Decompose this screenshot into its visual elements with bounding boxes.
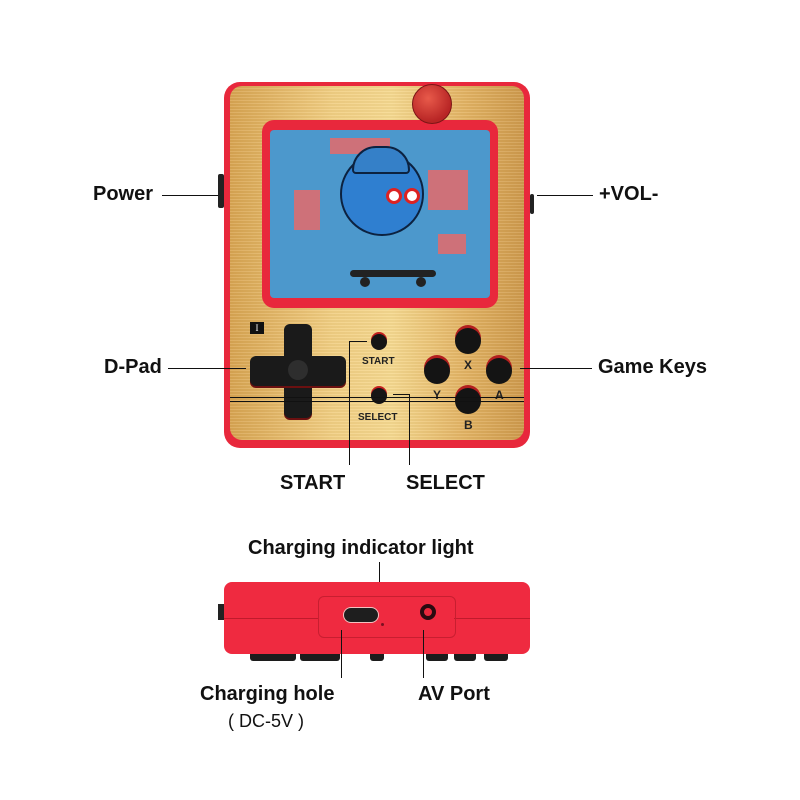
screen-art-wheel (416, 277, 426, 287)
body-seam (454, 618, 530, 619)
b-button-label: B (464, 418, 473, 432)
device-foot (300, 654, 340, 661)
screen-art-brick (294, 190, 320, 230)
handheld-console-bottom (218, 582, 530, 654)
x-button-label: X (464, 358, 473, 372)
volume-wheel (530, 194, 534, 214)
player-badge: I (250, 322, 264, 334)
usb-c-port (343, 607, 379, 623)
body-seam (224, 618, 318, 619)
callout-charging-indicator: Charging indicator light (248, 537, 474, 559)
faceplate-stripe (230, 397, 524, 398)
screen-art-cap (352, 146, 410, 174)
y-button-label: Y (433, 388, 442, 402)
select-button-label: SELECT (358, 412, 398, 423)
callout-line-av-port (423, 630, 424, 678)
callout-av-port: AV Port (418, 683, 490, 705)
faceplate-stripe (230, 401, 524, 402)
gold-faceplate: I START SELECT X Y A B (230, 84, 524, 440)
callout-power: Power (93, 183, 154, 205)
screen-art-brick (438, 234, 466, 254)
callout-line-start (349, 341, 367, 342)
x-button[interactable] (455, 328, 481, 354)
callout-line-start (349, 341, 350, 465)
callout-charging-hole-spec: ( DC-5V ) (228, 711, 304, 731)
screen-art-eye (386, 188, 402, 204)
callout-line-volume (537, 195, 593, 196)
y-button[interactable] (424, 358, 450, 384)
callout-charging-hole: Charging hole (200, 683, 335, 705)
callout-line-charging-hole (341, 630, 342, 678)
callout-start: START (280, 472, 346, 494)
device-foot (370, 654, 384, 661)
start-button-label: START (362, 356, 395, 367)
callout-line-select (393, 394, 409, 395)
port-panel (318, 596, 456, 638)
power-switch (218, 174, 224, 208)
callout-line-dpad (168, 368, 246, 369)
av-port (420, 604, 436, 620)
screen-bezel (262, 120, 498, 308)
callout-line-game-keys (520, 368, 592, 369)
screen-art-brick (428, 170, 468, 210)
a-button-label: A (495, 388, 504, 402)
game-screen (270, 130, 490, 298)
select-button[interactable] (371, 388, 387, 404)
screen-art-eye (404, 188, 420, 204)
screen-art-skateboard (350, 270, 436, 277)
callout-volume: +VOL- (599, 183, 659, 205)
dpad-center (288, 360, 308, 380)
a-button[interactable] (486, 358, 512, 384)
charging-indicator-led (381, 623, 384, 626)
callout-game-keys: Game Keys (598, 356, 707, 378)
start-button[interactable] (371, 334, 387, 350)
device-foot (426, 654, 448, 661)
screen-art-wheel (360, 277, 370, 287)
callout-select: SELECT (406, 472, 485, 494)
screen-art-basketball (412, 84, 452, 124)
callout-dpad: D-Pad (104, 356, 162, 378)
handheld-console-front: I START SELECT X Y A B (218, 82, 534, 448)
device-foot (484, 654, 508, 661)
device-foot (250, 654, 296, 661)
device-foot (454, 654, 476, 661)
callout-line-select (409, 394, 410, 465)
callout-line-power (162, 195, 218, 196)
side-switch (218, 604, 224, 620)
